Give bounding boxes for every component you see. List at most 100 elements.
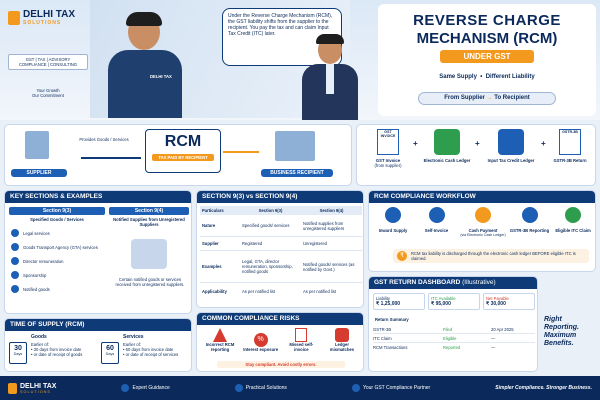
calendar-icon: 30 Days [9, 342, 27, 364]
percent-icon: % [253, 333, 268, 347]
dashboard-kpis: Liability ₹ 1,25,000 ITC Available ₹ 95,… [373, 293, 535, 310]
provides-label: Provides Goods / Services [79, 137, 129, 142]
workflow-title: RCM COMPLIANCE WORKFLOW [369, 191, 595, 203]
brand-logo: DELHI TAX SOLUTIONS GST | TAX | ADVISORY… [8, 9, 88, 98]
risks-footer: Stay compliant. Avoid costly errors. [217, 361, 345, 368]
logo-mark-icon [8, 382, 17, 394]
unregistered-supplier-icon [131, 239, 167, 269]
solutions-icon [234, 384, 243, 392]
sponsorship-icon [11, 271, 19, 279]
goods-rule-2: • or date of receipt of goods [31, 352, 83, 357]
table-row: Supplier Registered Unregistered [200, 237, 362, 251]
risks-card: COMMON COMPLIANCE RISKS Incorrect RCM re… [196, 312, 364, 372]
plus-icon: + [475, 139, 480, 148]
invoice-icon: GST INVOICE [377, 129, 399, 155]
warning-icon [213, 328, 227, 342]
risk-item: % Interest exposure [242, 328, 280, 352]
brand-sub: SOLUTIONS [23, 20, 62, 26]
kpi-itc: ITC Available ₹ 95,000 [428, 293, 480, 310]
presenter-shirt-logo: DELHI TAX [150, 74, 172, 79]
footer-guidance: Expert Guidance [121, 384, 170, 392]
comparison-table: Particulars Section 9(3) Section 9(4) Na… [200, 206, 362, 299]
box-icon [11, 285, 19, 293]
hero-title-line2: MECHANISM (RCM) [416, 30, 558, 47]
rupee-icon: ₹ [397, 251, 407, 261]
list-item: Legal services [11, 229, 105, 237]
hero-title-line3: UNDER GST [440, 50, 534, 63]
supplier-building-icon [25, 131, 49, 159]
recipient-building-icon [275, 131, 315, 161]
risk-item: Ledger mismatches [323, 328, 361, 352]
workflow-card: RCM COMPLIANCE WORKFLOW Inward Supply Se… [368, 190, 596, 272]
arrow-right-icon: → [486, 95, 493, 101]
recipient-label: BUSINESS RECIPIENT [261, 169, 333, 177]
ledger-item-itc: Input Tax Credit Ledger [483, 129, 539, 163]
itc-ledger-icon [498, 129, 524, 155]
services-block: Services 60 Days Earlier of: • 60 days f… [101, 334, 189, 364]
s93-header: Section 9(3) [9, 207, 105, 215]
calendar-icon: 60 Days [101, 342, 119, 364]
time-of-supply-card: TIME OF SUPPLY (RCM) Goods 30 Days Earli… [4, 318, 192, 372]
workflow-step: GSTR-3B Reporting [510, 207, 550, 233]
plus-icon: + [413, 139, 418, 148]
hero-direction-pill: From Supplier → To Recipient [418, 92, 556, 105]
recipient-illustration [300, 34, 360, 120]
inward-supply-icon [385, 207, 401, 223]
brand-tagline: Your Growth Our Commitment [32, 88, 64, 98]
cash-payment-icon [475, 207, 491, 223]
kpi-net: Net Payable ₹ 30,000 [483, 293, 535, 310]
list-item: Goods Transport Agency (GTA) services [11, 243, 105, 251]
goods-block: Goods 30 Days Earlier of: • 30 days from… [9, 334, 97, 364]
workflow-step: Inward Supply [373, 207, 413, 233]
table-row: ITC Claim Eligible — [373, 334, 535, 343]
list-item: Sponsorship [11, 271, 105, 279]
logo-mark-icon [8, 11, 20, 25]
table-row: GSTR-3B Filed 20 Apr 2025 [373, 325, 535, 334]
services-rule-1: • 60 days from invoice date [123, 347, 174, 352]
truck-icon [11, 243, 19, 251]
ledger-item-invoice: GST INVOICE GST Invoice (from supplier) [374, 129, 402, 168]
key-sections-card: KEY SECTIONS & EXAMPLES Section 9(3) Sec… [4, 190, 192, 314]
self-invoice-icon [428, 207, 445, 223]
brand-services: GST | TAX | ADVISORY COMPLIANCE | CONSUL… [8, 54, 88, 70]
risks-title: COMMON COMPLIANCE RISKS [197, 313, 363, 325]
table-header: Particulars Section 9(3) Section 9(4) [200, 206, 362, 215]
risk-item: Missed self-invoice [282, 328, 320, 352]
footer: DELHI TAX SOLUTIONS Expert Guidance Prac… [0, 376, 600, 400]
time-title: TIME OF SUPPLY (RCM) [5, 319, 191, 331]
expert-icon [121, 384, 130, 392]
ledger-row-card: GST INVOICE GST Invoice (from supplier) … [356, 124, 596, 186]
return-summary-table: GSTR-3B Filed 20 Apr 2025 ITC Claim Elig… [373, 325, 535, 352]
legal-icon [11, 229, 19, 237]
flow-arrow-2 [223, 151, 259, 153]
s94-subhead: Notified Supplies from Unregistered Supp… [113, 217, 185, 227]
dashboard-title: GST RETURN DASHBOARD (Illustrative) [369, 277, 537, 289]
s93-subhead: Specified Goods / Services [30, 217, 84, 222]
hero-title-line1: REVERSE CHARGE [413, 12, 561, 29]
s93-list: Legal services Goods Transport Agency (G… [11, 229, 105, 293]
risk-item: Incorrect RCM reporting [201, 328, 239, 352]
footer-brand: DELHI TAX SOLUTIONS [8, 382, 56, 394]
list-item: Notified goods [11, 285, 105, 293]
slogan: Right Reporting. Maximum Benefits. [544, 316, 579, 347]
director-icon [11, 257, 19, 265]
brand-name: DELHI TAX [23, 9, 76, 20]
title-panel: REVERSE CHARGE MECHANISM (RCM) UNDER GST… [378, 4, 596, 116]
gstr3b-icon [521, 207, 538, 223]
risks-list: Incorrect RCM reporting % Interest expos… [201, 328, 361, 352]
workflow-step: Cash Payment (via Electronic Cash Ledger… [460, 207, 506, 237]
ledger-item-cash: Electronic Cash Ledger [421, 129, 473, 163]
itc-claim-icon [565, 207, 581, 223]
plus-icon: + [541, 139, 546, 148]
list-item: Director remuneration [11, 257, 105, 265]
cash-ledger-icon [434, 129, 460, 155]
goods-rule-1: • 30 days from invoice date [31, 347, 82, 352]
kpi-liability: Liability ₹ 1,25,000 [373, 293, 425, 310]
footer-tagline: Simpler Compliance. Stronger Business. [495, 385, 592, 391]
rcm-flow-card: SUPPLIER Provides Goods / Services RCM T… [4, 124, 352, 186]
ledger-mismatch-icon [334, 328, 349, 342]
workflow-step: Self-Invoice [417, 207, 457, 233]
workflow-note: ₹ RCM tax liability is discharged throug… [393, 249, 589, 263]
missing-invoice-icon [295, 328, 308, 342]
table-row: Nature Specified goods/ services Notifie… [200, 215, 362, 237]
